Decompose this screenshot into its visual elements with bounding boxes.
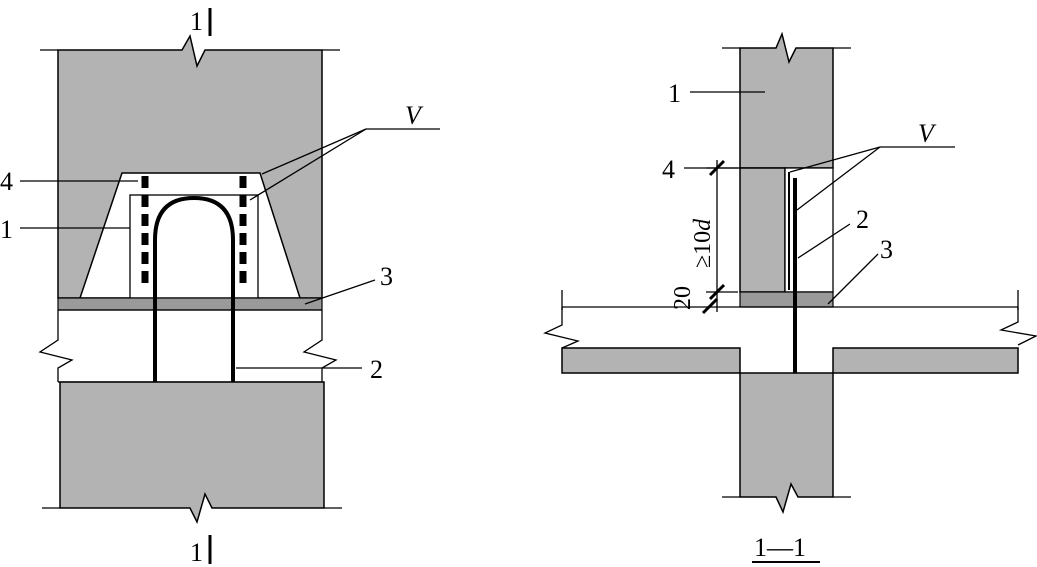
dimension-length: ≥10d <box>690 218 716 268</box>
section-mark-bottom: 1 <box>190 538 203 567</box>
dim-gap-text: 20 <box>670 286 696 310</box>
sec-label-4: 4 <box>662 155 675 184</box>
section-view: ≥10d 20 1 4 2 3 V 1—1 <box>543 31 1037 563</box>
label-2: 2 <box>370 355 383 384</box>
sec-weld-leader-b <box>796 146 881 211</box>
sec-label-3: 3 <box>880 235 893 264</box>
sec-label-1: 1 <box>668 79 681 108</box>
leader-3 <box>304 279 376 305</box>
sec-label-2: 2 <box>856 205 869 234</box>
sec-leader-3 <box>827 253 879 305</box>
embedded-plate <box>129 194 259 299</box>
weld-leader-b <box>249 128 367 201</box>
sec-weld-symbol: V <box>918 119 937 148</box>
section-slab-break-right <box>998 307 1037 346</box>
u-shaped-connecting-bar <box>153 195 235 382</box>
slab-break-left <box>38 310 74 382</box>
label-4: 4 <box>0 167 13 196</box>
lower-wall-panel <box>59 381 325 525</box>
dimension-gap: 20 <box>670 286 696 310</box>
elevation-view: 1 1 4 1 3 2 V <box>0 7 440 567</box>
dim-tick-bot <box>701 297 719 315</box>
section-slab-break-left <box>543 307 581 349</box>
mortar-bed <box>57 297 323 311</box>
section-mortar-bed <box>739 291 834 308</box>
label-3: 3 <box>380 262 393 291</box>
upper-wall-section <box>739 31 834 169</box>
weld-leader-a <box>261 128 367 175</box>
weld-symbol: V <box>405 101 424 130</box>
sec-leader-2 <box>797 223 851 259</box>
dim-tick-mid <box>708 283 726 301</box>
label-1: 1 <box>0 215 13 244</box>
section-mark-top: 1 <box>190 7 203 36</box>
section-title: 1—1 <box>754 533 806 562</box>
sec-weld-leader-a <box>789 146 881 173</box>
slab-right <box>832 347 1019 374</box>
dim-length-var: d <box>690 218 716 231</box>
slab-left <box>561 347 741 374</box>
slab-break-right <box>302 310 338 382</box>
svg-text:≥10d: ≥10d <box>690 218 716 268</box>
wall-below-plate <box>739 167 786 293</box>
section-pocket <box>784 167 834 293</box>
dim-length-prefix: ≥10 <box>690 231 716 268</box>
lower-wall-section <box>739 372 834 515</box>
